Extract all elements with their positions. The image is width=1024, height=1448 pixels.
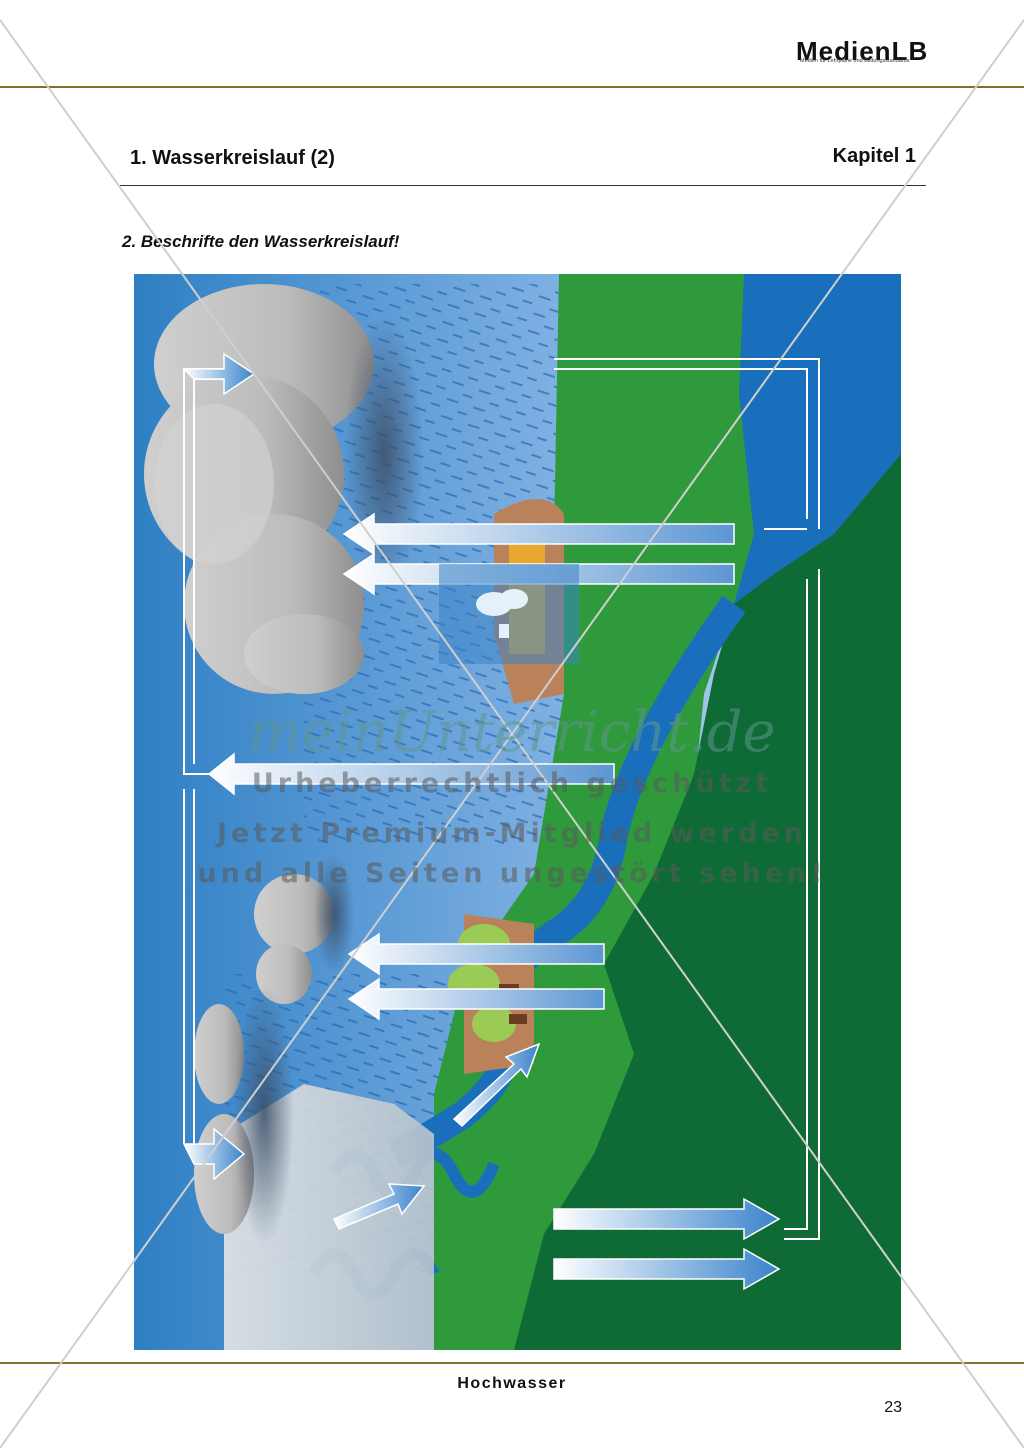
title-divider xyxy=(120,185,926,186)
page-title: 1. Wasserkreislauf (2) xyxy=(130,147,335,169)
watermark-line-3: und alle Seiten ungestört sehen! xyxy=(197,858,827,889)
logo-subtitle: Medien für Lehrpläne und Bildungsstandar… xyxy=(800,58,910,64)
cloud-shadow xyxy=(344,314,424,594)
watermark-line-2: Jetzt Premium-Mitglied werden xyxy=(217,818,807,849)
page-number: 23 xyxy=(884,1399,902,1416)
water-cycle-illustration xyxy=(134,274,901,1350)
chapter-label: Kapitel 1 xyxy=(832,145,916,167)
task-instruction: 2. Beschrifte den Wasserkreislauf! xyxy=(122,232,400,251)
watermark-line-1: Urheberrechtlich geschützt xyxy=(251,768,773,799)
footer-label: Hochwasser xyxy=(457,1375,567,1392)
media-overlay-box xyxy=(439,564,579,664)
bottom-gold-rule xyxy=(0,1362,1024,1364)
cloud-shadow-3 xyxy=(234,984,294,1244)
top-gold-rule xyxy=(0,86,1024,88)
watermark-brand: meinUnterricht.de xyxy=(248,700,776,765)
